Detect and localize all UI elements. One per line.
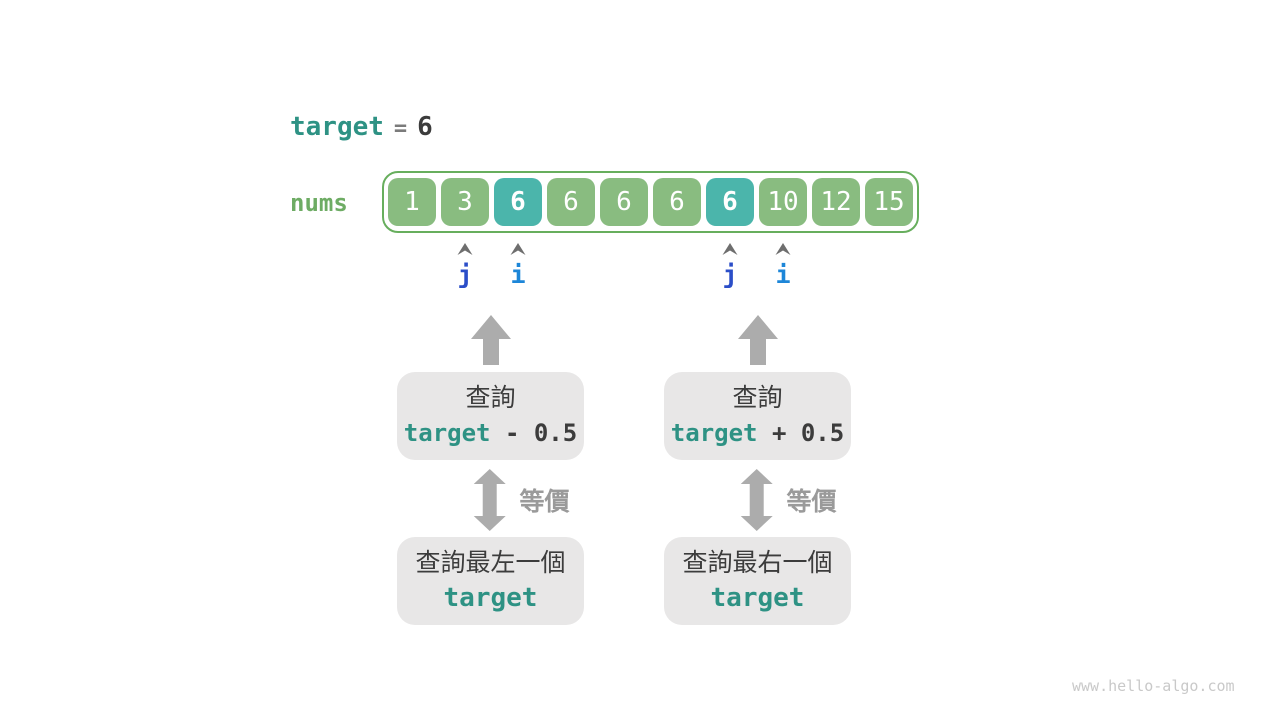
expr-target: target — [670, 419, 758, 447]
array-cell: 6 — [653, 178, 701, 226]
array-cell: 12 — [812, 178, 860, 226]
watermark: www.hello-algo.com — [1072, 677, 1235, 695]
target-assignment: target = 6 — [290, 112, 433, 142]
expr-offset: - 0.5 — [490, 419, 578, 447]
equivalence-column-left: 查詢 target - 0.5 等價 查詢最左一個 target — [397, 315, 584, 625]
equivalence-column-right: 查詢 target + 0.5 等價 查詢最右一個 target — [664, 315, 851, 625]
pointer-j: j — [722, 260, 738, 289]
pointer-i: i — [510, 260, 526, 289]
query-label: 查詢 — [732, 384, 783, 412]
pointer-caret-icon — [722, 243, 738, 255]
array-cell: 3 — [441, 178, 489, 226]
equivalence-row-right: 等價 — [664, 469, 851, 531]
query-box-left: 查詢 target - 0.5 — [397, 372, 584, 460]
up-arrow-icon — [737, 315, 778, 365]
result-description: 查詢最右一個 — [682, 549, 833, 577]
result-box-left: 查詢最左一個 target — [397, 537, 584, 625]
target-keyword: target — [290, 112, 384, 142]
expr-offset: + 0.5 — [757, 419, 845, 447]
array-cell: 15 — [865, 178, 913, 226]
equivalence-row-left: 等價 — [397, 469, 584, 531]
pointer-caret-icon — [775, 243, 791, 255]
query-expression: target + 0.5 — [671, 417, 844, 449]
equivalence-label: 等價 — [786, 488, 837, 516]
array-cell: 6 — [600, 178, 648, 226]
array-cell: 6 — [547, 178, 595, 226]
equals-sign: = — [393, 116, 408, 141]
expr-target: target — [403, 419, 491, 447]
double-arrow-icon — [473, 469, 506, 531]
query-expression: target - 0.5 — [404, 417, 577, 449]
up-arrow-icon — [470, 315, 511, 365]
result-description: 查詢最左一個 — [415, 549, 566, 577]
equivalence-label: 等價 — [519, 488, 570, 516]
result-target: target — [443, 583, 538, 613]
query-label: 查詢 — [465, 384, 516, 412]
pointer-caret-icon — [510, 243, 526, 255]
query-box-right: 查詢 target + 0.5 — [664, 372, 851, 460]
pointer-i: i — [775, 260, 791, 289]
array-cell: 10 — [759, 178, 807, 226]
array-cell: 6 — [494, 178, 542, 226]
nums-label: nums — [290, 189, 348, 217]
result-target: target — [710, 583, 805, 613]
result-box-right: 查詢最右一個 target — [664, 537, 851, 625]
pointer-caret-icon — [457, 243, 473, 255]
array-cell: 6 — [706, 178, 754, 226]
target-value: 6 — [417, 112, 433, 142]
pointer-j: j — [457, 260, 473, 289]
double-arrow-icon — [740, 469, 773, 531]
array-cell: 1 — [388, 178, 436, 226]
